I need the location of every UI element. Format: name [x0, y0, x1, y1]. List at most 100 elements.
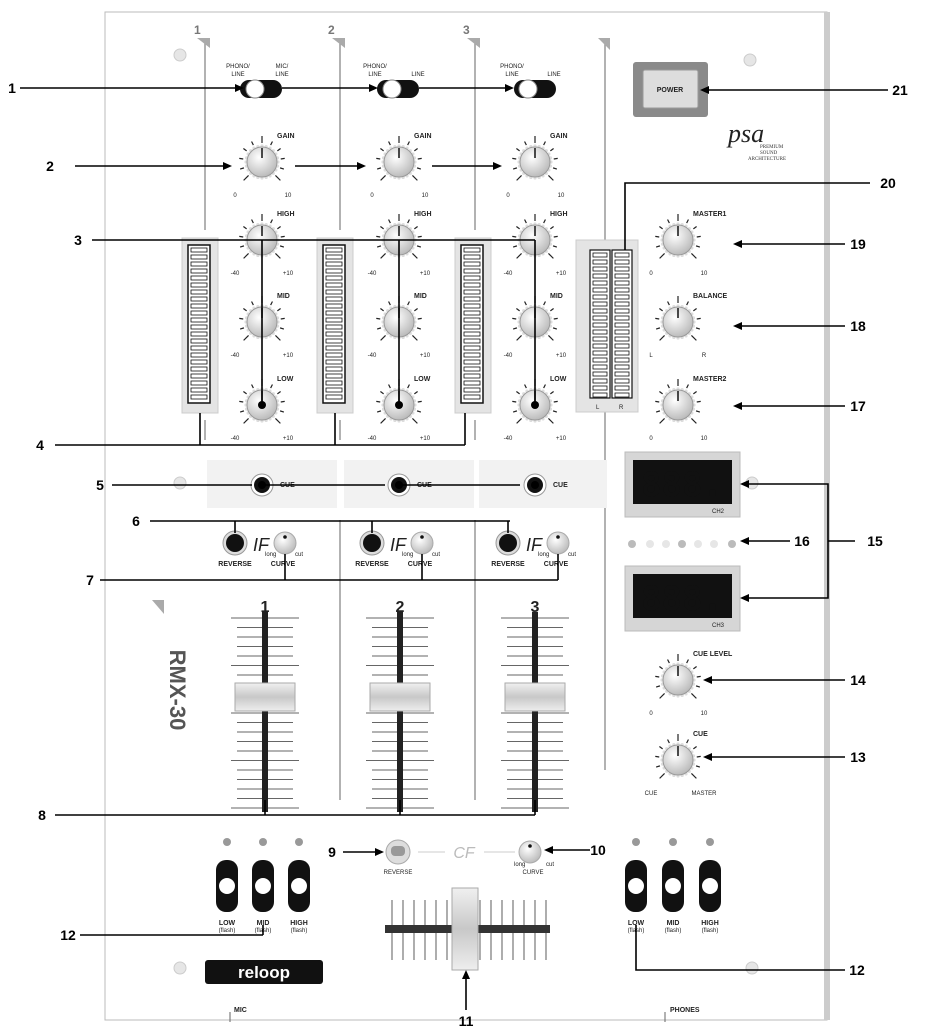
- input-switch-1[interactable]: [240, 79, 282, 99]
- svg-text:ARCHITECTURE: ARCHITECTURE: [748, 157, 786, 162]
- svg-text:CF: CF: [453, 845, 476, 862]
- curve-knob-1[interactable]: [273, 531, 297, 555]
- svg-text:-40: -40: [368, 271, 377, 277]
- curve-knob-2[interactable]: [410, 531, 434, 555]
- svg-text:REVERSE: REVERSE: [491, 561, 525, 568]
- fader-cap-3[interactable]: [504, 682, 566, 712]
- kill-switch-right-mid[interactable]: MID(flash): [662, 838, 684, 934]
- svg-text:LINE: LINE: [547, 72, 560, 78]
- svg-text:(flash): (flash): [291, 928, 308, 934]
- svg-text:-40: -40: [368, 353, 377, 359]
- svg-text:CUE: CUE: [693, 731, 708, 738]
- svg-text:-40: -40: [504, 436, 513, 442]
- svg-text:0: 0: [649, 711, 653, 717]
- svg-text:IF: IF: [526, 535, 543, 555]
- svg-text:HIGH: HIGH: [701, 920, 719, 927]
- svg-text:LOW: LOW: [277, 376, 294, 383]
- svg-text:0: 0: [370, 193, 374, 199]
- svg-text:(flash): (flash): [665, 928, 682, 934]
- cf-reverse-button[interactable]: [385, 839, 411, 865]
- svg-text:10: 10: [701, 436, 708, 442]
- kill-switch-left-low[interactable]: LOW(flash): [216, 838, 238, 934]
- callout-number: 6: [132, 513, 140, 529]
- svg-text:PHONO/: PHONO/: [226, 64, 250, 70]
- display-ch3: 888. CH3: [624, 565, 741, 632]
- svg-text:1: 1: [261, 599, 270, 616]
- svg-text:CUE LEVEL: CUE LEVEL: [693, 651, 733, 658]
- svg-text:LINE: LINE: [411, 72, 424, 78]
- reverse-button-1[interactable]: [222, 530, 248, 556]
- level-meter-2: [316, 237, 354, 414]
- svg-text:10: 10: [701, 711, 708, 717]
- input-switch-2[interactable]: [377, 79, 419, 99]
- callout-number: 3: [74, 232, 82, 248]
- curve-knob-3[interactable]: [546, 531, 570, 555]
- sockets: MIC PHONES: [229, 1007, 700, 1022]
- kill-switch-left-mid[interactable]: MID(flash): [252, 838, 274, 934]
- svg-text:10: 10: [285, 193, 292, 199]
- fader-cap-1[interactable]: [234, 682, 296, 712]
- callout-number: 16: [794, 533, 810, 549]
- cf-curve-knob[interactable]: [518, 840, 542, 864]
- svg-text:MID: MID: [550, 293, 563, 300]
- svg-text:0: 0: [506, 193, 510, 199]
- svg-text:888.: 888.: [641, 579, 723, 619]
- svg-text:+10: +10: [556, 436, 567, 442]
- svg-text:L: L: [596, 405, 600, 411]
- callout-number: 7: [86, 572, 94, 588]
- callout-number: 21: [892, 82, 908, 98]
- model-name: RMX-30: [165, 650, 190, 731]
- svg-text:HIGH: HIGH: [290, 920, 308, 927]
- svg-text:(flash): (flash): [219, 928, 236, 934]
- psa-logo: psa PREMIUM SOUND ARCHITECTURE: [726, 119, 786, 162]
- callout-number: 11: [459, 1013, 474, 1029]
- svg-text:MIC/: MIC/: [276, 64, 289, 70]
- channel-number-1: 1: [194, 23, 201, 37]
- svg-text:(flash): (flash): [702, 928, 719, 934]
- power-button[interactable]: POWER: [633, 62, 708, 117]
- svg-text:+10: +10: [420, 271, 431, 277]
- svg-text:0: 0: [649, 271, 653, 277]
- svg-text:LOW: LOW: [550, 376, 567, 383]
- crossfader-section: REVERSE CF long cut CURVE: [384, 839, 554, 971]
- callout-number: 1: [8, 80, 16, 96]
- kill-switch-right-high[interactable]: HIGH(flash): [699, 838, 721, 934]
- callout-number: 4: [36, 437, 44, 453]
- crossfader-cap[interactable]: [451, 887, 479, 971]
- channel-number-3: 3: [463, 23, 470, 37]
- led-row: [628, 540, 736, 548]
- reverse-button-2[interactable]: [359, 530, 385, 556]
- svg-text:psa: psa: [726, 119, 764, 148]
- cue-level-knob[interactable]: CUE LEVEL 0 10: [649, 651, 733, 717]
- svg-text:LINE: LINE: [231, 72, 244, 78]
- svg-text:-40: -40: [231, 353, 240, 359]
- svg-text:R: R: [619, 405, 624, 411]
- svg-text:CURVE: CURVE: [544, 561, 569, 568]
- svg-text:L: L: [649, 353, 653, 359]
- fader-cap-2[interactable]: [369, 682, 431, 712]
- svg-text:MID: MID: [667, 920, 680, 927]
- svg-text:+10: +10: [283, 436, 294, 442]
- svg-text:HIGH: HIGH: [414, 211, 432, 218]
- kill-switch-left-high[interactable]: HIGH(flash): [288, 838, 310, 934]
- svg-text:+10: +10: [283, 271, 294, 277]
- svg-text:888.: 888.: [641, 465, 723, 505]
- screws: [173, 48, 759, 975]
- svg-text:cut: cut: [546, 862, 554, 868]
- svg-text:MID: MID: [414, 293, 427, 300]
- reverse-button-3[interactable]: [495, 530, 521, 556]
- level-meter-1: [181, 237, 219, 414]
- svg-text:IF: IF: [390, 535, 407, 555]
- input-switch-3[interactable]: [514, 79, 556, 99]
- svg-text:CH2: CH2: [712, 509, 725, 515]
- svg-text:cut: cut: [295, 552, 303, 558]
